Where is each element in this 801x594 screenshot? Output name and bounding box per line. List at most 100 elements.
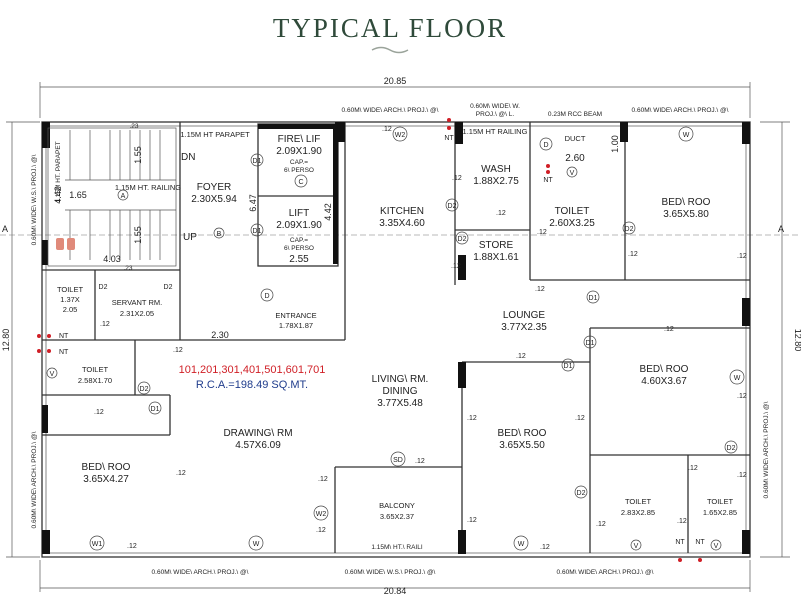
lift-perso: 6\ PERSO	[284, 245, 314, 252]
toilet-br2-name: TOILET	[707, 497, 734, 506]
tag-w2-bot: W2	[316, 511, 327, 518]
proj-left-top: 0.60M\ WIDE\ W.S.\ PROJ.\ @\	[31, 154, 38, 245]
tag-w-bot: W	[253, 541, 260, 548]
stair-dim-8: .23	[129, 123, 138, 130]
balcony-size: 3.65X2.37	[380, 512, 414, 521]
toilet-br2-size: 1.65X2.85	[703, 508, 737, 517]
bed-mid-size: 3.65X5.50	[499, 440, 545, 451]
toilet-br1-size: 2.83X2.85	[621, 508, 655, 517]
bed-mid-name: BED\ ROO	[498, 428, 547, 439]
parapet-top: 1.15M HT PARAPET	[180, 130, 250, 139]
flat-numbers: 101,201,301,401,501,601,701	[179, 364, 326, 376]
duct-name: DUCT	[565, 134, 586, 143]
tag-w-right: W	[734, 375, 741, 382]
railing-wash: 1.15M HT RAILING	[463, 127, 528, 136]
servant-size: 2.31X2.05	[120, 309, 154, 318]
lift-name: LIFT	[289, 208, 310, 219]
balcony-name: BALCONY	[379, 501, 415, 510]
fire-lift-door: C	[298, 179, 303, 186]
tag-d2-d: D2	[458, 236, 467, 243]
tag-nt-duct: NT	[543, 177, 553, 184]
fire-lift-cap: CAP.=	[290, 159, 308, 166]
dimension-lines	[0, 82, 801, 592]
duct-h: 1.00	[610, 135, 620, 153]
proj-right: 0.60M\ WIDE\ ARCH.\ PROJ.\ @\	[763, 401, 770, 498]
balcony-railing: 1.15M\ HT.\ RAILI	[371, 544, 422, 551]
lintel-24: .12	[316, 527, 326, 534]
lounge-size: 3.77X2.35	[501, 322, 547, 333]
proj-bottom-3: 0.60M\ WIDE\ ARCH.\ PROJ.\ @\	[557, 569, 654, 576]
proj-top-1: 0.60M\ WIDE\ ARCH.\ PROJ.\ @\	[342, 107, 439, 114]
rca-area: R.C.A.=198.49 SQ.MT.	[196, 379, 308, 391]
bed-left-name: BED\ ROO	[82, 462, 131, 473]
lintel-17: .12	[127, 543, 137, 550]
tag-d1-d: D1	[586, 340, 595, 347]
entrance-size: 1.78X1.87	[279, 321, 313, 330]
living-name-2: DINING	[383, 386, 418, 397]
tag-v-2: V	[50, 371, 55, 378]
lintel-11: .12	[467, 415, 477, 422]
lounge-name: LOUNGE	[503, 310, 546, 321]
tag-d2-c: D2	[448, 203, 457, 210]
bed-left-size: 3.65X4.27	[83, 474, 129, 485]
fire-lift-size: 2.09X1.90	[276, 146, 322, 157]
dim-bottom: 20.84	[384, 586, 407, 594]
lift-cap: CAP.=	[290, 237, 308, 244]
axis-a-right: A	[778, 224, 784, 234]
lintel-15: .12	[596, 521, 606, 528]
stair-dim-2: 1.55	[133, 226, 143, 244]
stair-dim-6: 6.47	[248, 194, 258, 212]
toilet-left-name: TOILET	[82, 365, 109, 374]
proj-bottom-2: 0.60M\ WIDE\ W.S.\ PROJ.\ @\	[345, 569, 436, 576]
tag-d1-e: D1	[564, 363, 573, 370]
water-points	[37, 118, 702, 562]
proj-top-3: 0.60M\ WIDE\ ARCH.\ PROJ.\ @\	[632, 107, 729, 114]
lintel-20: .12	[100, 321, 110, 328]
fire-lift-perso: 6\ PERSO	[284, 167, 314, 174]
tag-d2-a: D2	[99, 284, 108, 291]
tag-nt-left-1: NT	[59, 333, 69, 340]
toilet-br1-name: TOILET	[625, 497, 652, 506]
dim-right: 12.80	[793, 329, 801, 352]
lintel-1: .12	[382, 126, 392, 133]
staircase	[47, 127, 177, 267]
tag-nt-top: NT	[444, 135, 454, 142]
lintel-5: .12	[628, 251, 638, 258]
bed-right-size: 4.60X3.67	[641, 376, 687, 387]
tag-v-1: V	[570, 170, 575, 177]
plan-title: TYPICAL FLOOR	[273, 13, 507, 43]
lintel-21: .12	[94, 409, 104, 416]
tag-nt-bot-1: NT	[675, 539, 685, 546]
toilet-top-name: TOILET	[555, 206, 590, 217]
proj-top-2: 0.60M\ WIDE\ W.	[470, 103, 520, 110]
rcc-beam: 0.23M RCC BEAM	[548, 111, 602, 118]
lintel-16: .12	[677, 518, 687, 525]
drawing-size: 4.57X6.09	[235, 440, 281, 451]
lintel-22: .12	[176, 470, 186, 477]
tag-d2-e: D2	[625, 226, 634, 233]
tag-w1: W1	[92, 541, 103, 548]
bed-top-right-size: 3.65X5.80	[663, 209, 709, 220]
bed-top-right-name: BED\ ROO	[662, 197, 711, 208]
tag-sd: SD	[393, 457, 403, 464]
walls	[41, 121, 751, 558]
lintel-26: .12	[540, 544, 550, 551]
tag-v-4: V	[714, 543, 719, 550]
door-tag-a: A	[121, 193, 126, 200]
stair-dim-1: 1.55	[133, 146, 143, 164]
toilet-small-size1: 1.37X	[60, 295, 80, 304]
tag-w-bot2: W	[518, 541, 525, 548]
person-icon	[56, 238, 75, 250]
store-name: STORE	[479, 240, 514, 251]
toilet-left-size: 2.58X1.70	[78, 376, 112, 385]
tag-d2-g: D2	[577, 490, 586, 497]
lift-size: 2.09X1.90	[276, 220, 322, 231]
tag-d1-f: D1	[151, 406, 160, 413]
lintel-12: .12	[575, 415, 585, 422]
living-name: LIVING\ RM.	[372, 374, 429, 385]
lintel-23: .12	[318, 476, 328, 483]
lift-dim: 2.55	[289, 254, 309, 265]
columns	[42, 122, 750, 554]
tag-d2-b: D2	[164, 284, 173, 291]
door-markers	[46, 126, 745, 551]
